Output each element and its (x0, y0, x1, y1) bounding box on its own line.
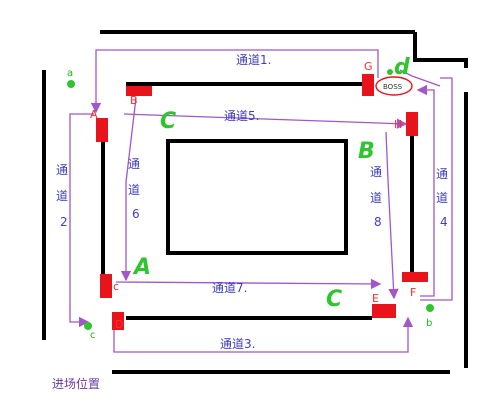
boss-marker: BOSS (375, 76, 413, 96)
hand-mark-C-top: C (160, 109, 176, 134)
path-channel-3 (113, 316, 414, 353)
channel-7-label: 通道7. (212, 281, 247, 295)
channel-6-char-3: 6 (132, 207, 140, 221)
channel-6-char-1: 通 (128, 157, 140, 171)
path-channel-7 (115, 278, 382, 290)
green-points: a b c (67, 68, 434, 341)
hand-mark-B-right: B (358, 139, 375, 164)
path-boss-loop (399, 69, 441, 87)
marker-B (126, 86, 152, 96)
hand-marks: C B A C d (132, 55, 410, 312)
label-B: B (130, 94, 138, 107)
path-channel-8 (385, 131, 399, 300)
label-H: H (394, 118, 402, 131)
channel-6-char-2: 道 (128, 183, 140, 197)
marker-E (372, 304, 396, 318)
path-boss-return (420, 77, 453, 301)
marker-H (406, 112, 418, 136)
channel-8-char-2: 道 (370, 191, 382, 205)
hand-mark-d-top: d (394, 55, 410, 80)
channel-4-char-2: 道 (436, 191, 448, 205)
green-label-a: a (67, 68, 73, 79)
label-C: c (113, 280, 119, 293)
channel-1-label: 通道1. (236, 53, 271, 67)
green-dot-b (426, 304, 434, 312)
path-channel-4 (416, 84, 435, 297)
hand-mark-C-bottom: C (326, 287, 342, 312)
entry-position-label: 进场位置 (52, 376, 100, 391)
path-lines (69, 49, 453, 353)
channel-3-label: 通道3. (220, 337, 255, 351)
green-dot-c (84, 322, 92, 330)
channel-2-char-1: 通 (56, 163, 68, 177)
channel-8-char-3: 8 (374, 215, 382, 229)
label-A: A (90, 108, 98, 121)
label-D: D (115, 318, 123, 331)
boss-ellipse (375, 76, 413, 96)
path-channel-2 (69, 113, 94, 328)
path-channel-1 (90, 49, 379, 114)
inner-ring-walls (101, 82, 414, 320)
marker-G (362, 74, 374, 96)
green-dot-top (387, 69, 393, 75)
path-channel-6 (120, 97, 137, 282)
label-F: F (410, 286, 416, 299)
channel-labels: 通道1. 通道5. 通道7. 通道3. 通 道 2 通 道 6 通 道 8 通 … (56, 53, 448, 351)
red-markers (96, 74, 428, 330)
label-G: G (364, 60, 373, 73)
marker-C (100, 274, 112, 298)
channel-5-label: 通道5. (224, 109, 259, 123)
channel-2-char-3: 2 (60, 215, 68, 229)
hand-mark-A-bottom: A (132, 255, 151, 280)
central-block (166, 139, 348, 255)
green-dot-a (67, 80, 75, 88)
outer-wall-top-right (413, 32, 468, 68)
outer-walls (42, 30, 468, 374)
green-label-c: c (90, 330, 96, 341)
marker-F (402, 272, 428, 282)
label-E: E (372, 292, 379, 305)
channel-4-char-1: 通 (436, 167, 448, 181)
channel-4-char-3: 4 (440, 215, 448, 229)
channel-2-char-2: 道 (56, 189, 68, 203)
red-labels: A B c D E F G H (90, 60, 416, 331)
green-label-b: b (426, 318, 432, 329)
marker-D (112, 312, 124, 330)
boss-label: BOSS (383, 83, 403, 91)
channel-8-char-1: 通 (370, 165, 382, 179)
marker-A (96, 118, 108, 142)
path-channel-5 (123, 113, 408, 129)
